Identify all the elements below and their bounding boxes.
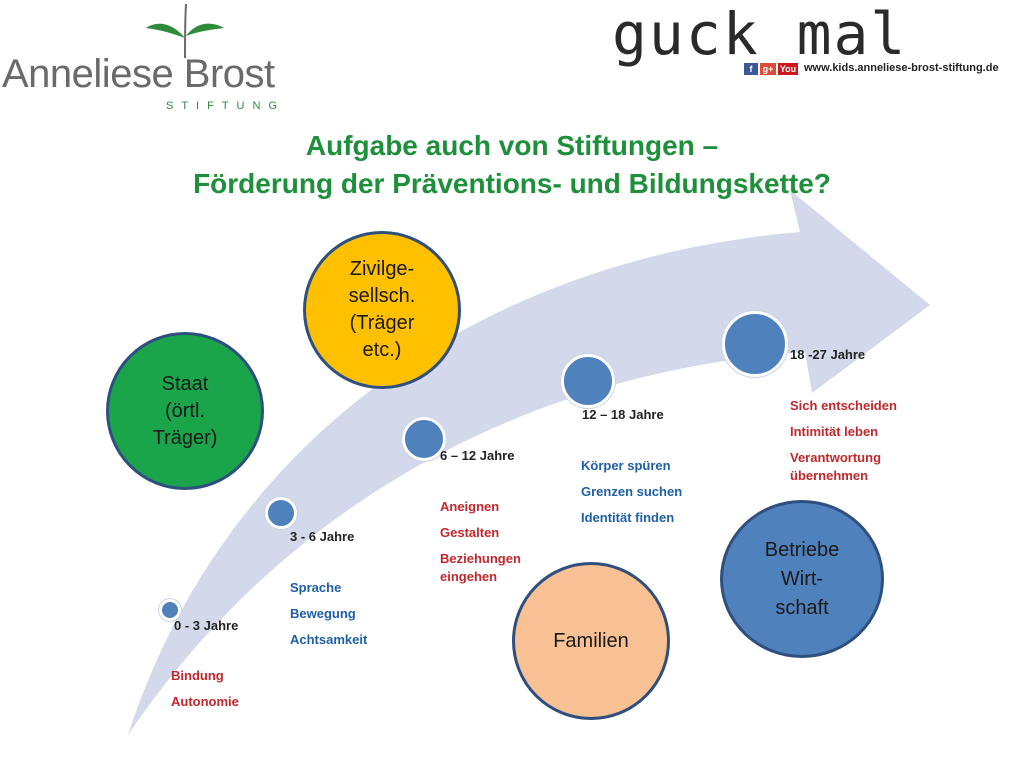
staat-label-3: Träger) <box>152 426 218 449</box>
betriebe-label-2: Wirt- <box>780 567 824 590</box>
stage-dot-6-12 <box>402 417 446 461</box>
stage-dot-0-3 <box>159 599 181 621</box>
zivil-label-3: (Träger <box>349 312 415 334</box>
list-item: Beziehungen eingehen <box>440 551 521 584</box>
betriebe-label-1: Betriebe <box>764 538 840 561</box>
stage-age-12-18: 12 – 18 Jahre <box>582 407 664 422</box>
google-plus-icon[interactable]: g+ <box>760 63 776 75</box>
stage-list-18-27: Sich entscheiden Intimität leben Verantw… <box>790 393 908 485</box>
stage-dot-3-6 <box>265 497 297 529</box>
guck-mal-logo: guck mal <box>612 0 908 68</box>
zivil-label-2: sellsch. <box>348 285 416 307</box>
stage-dot-18-27 <box>722 311 788 377</box>
stage-list-6-12: Aneignen Gestalten Beziehungen eingehen <box>440 494 550 586</box>
zivil-label-4: etc.) <box>362 339 402 361</box>
stage-age-6-12: 6 – 12 Jahre <box>440 448 515 463</box>
list-item: Identität finden <box>581 510 675 525</box>
stage-age-18-27: 18 -27 Jahre <box>790 347 866 362</box>
stage-age-3-6: 3 - 6 Jahre <box>290 529 355 544</box>
title-line-1: Aufgabe auch von Stiftungen – <box>305 130 719 161</box>
zivil-label-1: Zivilge- <box>349 258 415 280</box>
list-item: Autonomie <box>171 694 239 709</box>
staat-label-2: (örtl. <box>164 399 205 422</box>
stage-dot-12-18 <box>561 354 615 408</box>
logo-name: Anneliese Brost <box>2 52 275 96</box>
familien-circle: Familien <box>512 562 670 720</box>
youtube-icon[interactable]: You <box>778 63 798 75</box>
list-item: Gestalten <box>440 525 500 540</box>
social-icons: f g+ You <box>744 63 798 75</box>
betriebe-circle: Betriebe Wirt- schaft <box>720 500 884 658</box>
stage-list-12-18: Körper spüren Grenzen suchen Identität f… <box>581 453 682 531</box>
list-item: Verantwortung übernehmen <box>790 450 882 483</box>
list-item: Achtsamkeit <box>290 632 368 647</box>
zivilgesellschaft-circle: Zivilge- sellsch. (Träger etc.) <box>303 231 461 389</box>
list-item: Aneignen <box>440 499 500 514</box>
stage-age-0-3: 0 - 3 Jahre <box>174 618 239 633</box>
list-item: Bindung <box>171 668 224 683</box>
list-item: Intimität leben <box>790 424 879 439</box>
list-item: Sprache <box>290 580 342 595</box>
stage-list-0-3: Bindung Autonomie <box>171 663 239 715</box>
logo-sub: STIFTUNG <box>166 100 285 112</box>
list-item: Bewegung <box>290 606 356 621</box>
title-line-2: Förderung der Präventions- und Bildungsk… <box>193 168 831 199</box>
facebook-icon[interactable]: f <box>744 63 758 75</box>
list-item: Körper spüren <box>581 458 671 473</box>
stage-list-3-6: Sprache Bewegung Achtsamkeit <box>290 575 367 653</box>
staat-label-1: Staat <box>161 372 209 395</box>
logo-leaf-icon <box>146 3 224 59</box>
staat-circle: Staat (örtl. Träger) <box>106 332 264 490</box>
list-item: Grenzen suchen <box>581 484 683 499</box>
list-item: Sich entscheiden <box>790 398 897 413</box>
website-url[interactable]: www.kids.anneliese-brost-stiftung.de <box>804 62 999 74</box>
betriebe-label-3: schaft <box>775 596 829 619</box>
familien-label: Familien <box>553 629 629 652</box>
